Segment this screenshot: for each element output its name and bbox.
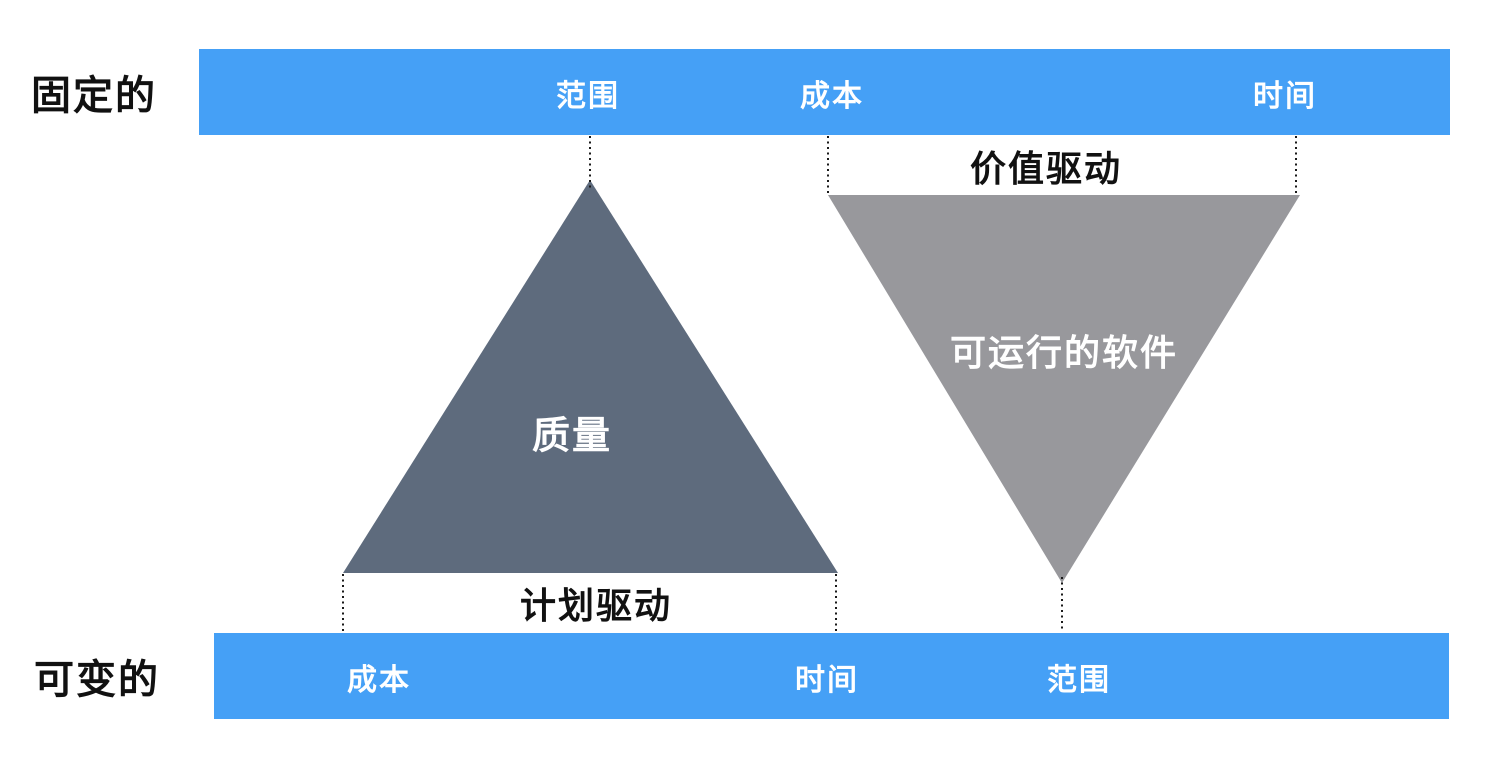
plan-driven-triangle [343, 180, 838, 573]
fixed-side-label: 固定的 [31, 74, 157, 118]
variable-bar-label-time: 时间 [795, 664, 859, 697]
variable-bar-label-cost: 成本 [347, 664, 411, 697]
fixed-bar [199, 49, 1450, 135]
plan-driven-caption: 计划驱动 [519, 585, 673, 626]
variable-bar-label-scope: 范围 [1047, 664, 1111, 697]
variable-side-label: 可变的 [34, 658, 160, 702]
fixed-bar-label-scope: 范围 [556, 80, 620, 113]
value-driven-caption: 价值驱动 [969, 148, 1123, 189]
working-software-label: 可运行的软件 [949, 332, 1179, 373]
value-driven-triangle [828, 195, 1300, 583]
fixed-bar-label-time: 时间 [1253, 80, 1317, 113]
variable-bar [214, 633, 1449, 719]
quality-label: 质量 [531, 415, 613, 458]
fixed-bar-label-cost: 成本 [800, 80, 864, 113]
